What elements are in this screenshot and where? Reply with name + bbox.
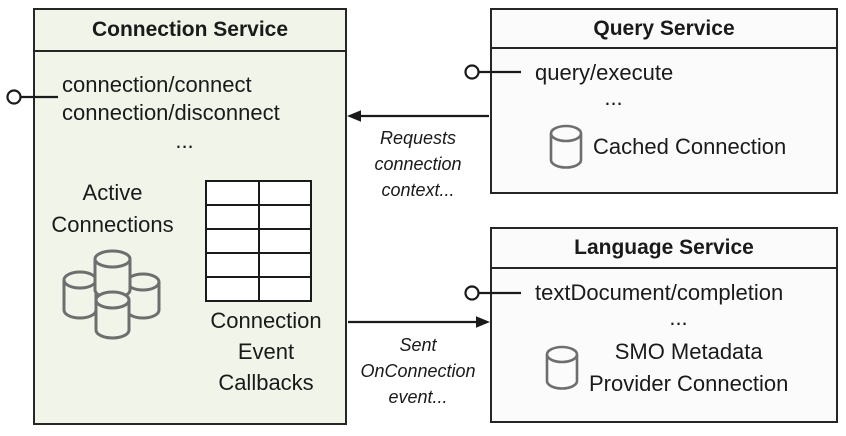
connection-event-callbacks-label: Connection Event Callbacks — [186, 305, 346, 398]
cylinder-bottom — [94, 300, 131, 340]
methods-ellipsis: ... — [175, 128, 194, 153]
callback-table-cell — [207, 278, 258, 300]
requests-arrow — [347, 110, 489, 122]
language-methods-ellipsis: ... — [669, 305, 688, 330]
smo-line2: Provider Connection — [589, 371, 789, 396]
sent-line2: OnConnection — [360, 361, 476, 381]
callback-table-cell — [259, 182, 310, 204]
database-icon — [549, 124, 583, 169]
callback-table-cell — [207, 230, 258, 252]
language-service-header: Language Service — [492, 229, 836, 269]
requests-line1: Requests — [379, 128, 457, 148]
cached-connection-label: Cached Connection — [593, 134, 787, 159]
callback-table-cell — [259, 230, 310, 252]
connection-service-box: Connection Service connection/connect co… — [33, 8, 347, 425]
language-service-title: Language Service — [574, 236, 754, 259]
query-service-methods: query/execute ... — [535, 60, 692, 110]
active-connections-line2: Connections — [51, 212, 174, 237]
database-icon — [545, 345, 579, 390]
database-cluster-icon — [62, 249, 161, 340]
method-query-execute: query/execute — [535, 60, 674, 85]
callback-table-cell — [207, 182, 258, 204]
requests-line3: context... — [381, 180, 455, 200]
method-textdocument-completion: textDocument/completion — [535, 280, 784, 305]
requests-line2: connection — [374, 154, 462, 174]
callback-table-cell — [259, 254, 310, 276]
arrowhead-left-icon — [347, 110, 361, 122]
connection-service-header: Connection Service — [35, 10, 345, 52]
smo-metadata-row: SMO Metadata Provider Connection — [545, 336, 788, 400]
sent-arrow — [348, 316, 490, 328]
callback-table — [205, 180, 312, 302]
sent-onconnection-event-label: Sent OnConnection event... — [348, 332, 488, 410]
language-service-methods: textDocument/completion ... — [535, 280, 822, 330]
connection-service-methods: connection/connect connection/disconnect… — [62, 71, 307, 155]
query-service-header: Query Service — [492, 10, 836, 49]
sent-line3: event... — [388, 387, 448, 407]
requests-connection-context-label: Requests connection context... — [348, 125, 488, 203]
sent-line1: Sent — [399, 335, 437, 355]
callbacks-line1: Connection — [210, 308, 322, 333]
smo-line1: SMO Metadata — [614, 339, 763, 364]
smo-metadata-label: SMO Metadata Provider Connection — [589, 336, 788, 400]
active-connections-line1: Active — [82, 180, 143, 205]
query-service-box: Query Service query/execute ... Cached C… — [490, 8, 838, 194]
connection-service-title: Connection Service — [91, 18, 289, 41]
query-methods-ellipsis: ... — [604, 85, 623, 110]
callback-table-cell — [259, 278, 310, 300]
active-connections-label: Active Connections — [35, 177, 190, 241]
callbacks-line3: Callbacks — [218, 370, 314, 395]
arrowhead-right-icon — [476, 316, 490, 328]
method-connection-disconnect: connection/disconnect — [62, 100, 280, 125]
language-service-box: Language Service textDocument/completion… — [490, 227, 838, 423]
query-service-title: Query Service — [593, 16, 735, 40]
cached-connection-row: Cached Connection — [549, 124, 786, 170]
callbacks-line2: Event — [237, 339, 295, 364]
callback-table-cell — [259, 206, 310, 228]
callback-table-cell — [207, 206, 258, 228]
callback-table-cell — [207, 254, 258, 276]
method-connection-connect: connection/connect — [62, 72, 252, 97]
